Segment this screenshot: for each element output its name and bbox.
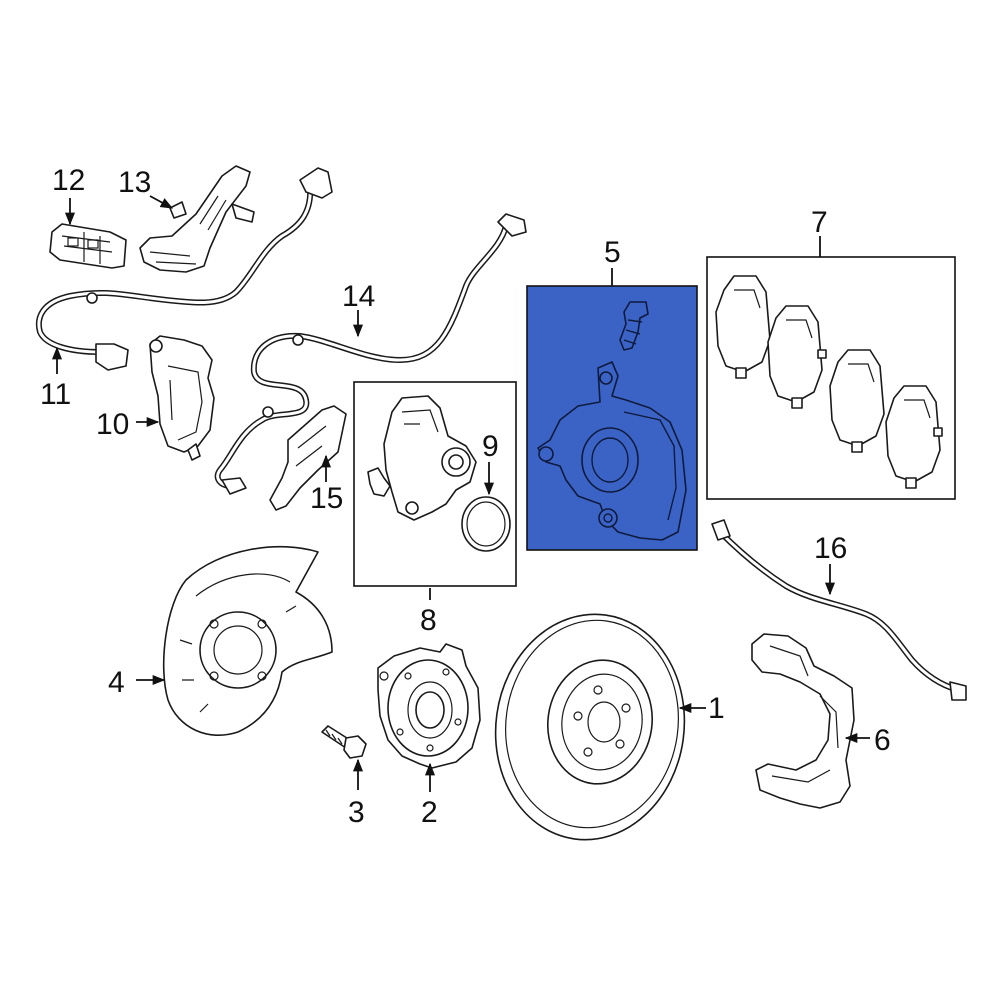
leader-lines: [51, 195, 870, 792]
callout-4[interactable]: 4: [108, 666, 125, 699]
brake-pads-part-7[interactable]: [715, 275, 943, 489]
component-box-part-7: [706, 256, 956, 500]
sensor-wire-part-14[interactable]: [214, 213, 527, 495]
callout-15[interactable]: 15: [310, 482, 343, 515]
callout-7[interactable]: 7: [811, 206, 828, 239]
wear-sensor-part-16[interactable]: [711, 519, 967, 701]
callout-13[interactable]: 13: [118, 166, 151, 199]
bracket-part-15[interactable]: [269, 405, 347, 511]
callout-9[interactable]: 9: [482, 430, 499, 463]
callout-10[interactable]: 10: [96, 408, 129, 441]
callout-8[interactable]: 8: [420, 604, 437, 637]
callout-1[interactable]: 1: [708, 692, 725, 725]
callout-14[interactable]: 14: [342, 280, 375, 313]
dust-shield-part-4[interactable]: [162, 545, 333, 736]
callout-5[interactable]: 5: [604, 236, 621, 269]
caliper-bracket-part-10[interactable]: [149, 335, 215, 461]
o-ring-part-9[interactable]: [461, 496, 511, 552]
callout-3[interactable]: 3: [348, 796, 365, 829]
sensor-wire-part-11[interactable]: [35, 167, 333, 371]
caliper-carrier-part-6[interactable]: [751, 633, 855, 809]
bracket-part-12[interactable]: [49, 223, 127, 269]
brake-actuator-part-8[interactable]: [367, 395, 477, 521]
callout-2[interactable]: 2: [421, 796, 438, 829]
hub-bearing-part-2[interactable]: [377, 643, 481, 769]
callout-labels: 12 13 11 10 14 15 9 8 5 7 16 4 6 1 3 2: [40, 164, 891, 829]
brake-rotor-part-1[interactable]: [481, 602, 699, 852]
callout-12[interactable]: 12: [52, 164, 85, 197]
bolt-part-3[interactable]: [321, 725, 367, 759]
component-box-part-8: [353, 381, 517, 587]
callout-16[interactable]: 16: [814, 532, 847, 565]
callout-11[interactable]: 11: [40, 378, 71, 411]
callout-6[interactable]: 6: [874, 724, 891, 757]
bracket-part-13[interactable]: [139, 165, 255, 273]
brake-caliper-part-5-highlighted[interactable]: [526, 285, 698, 551]
